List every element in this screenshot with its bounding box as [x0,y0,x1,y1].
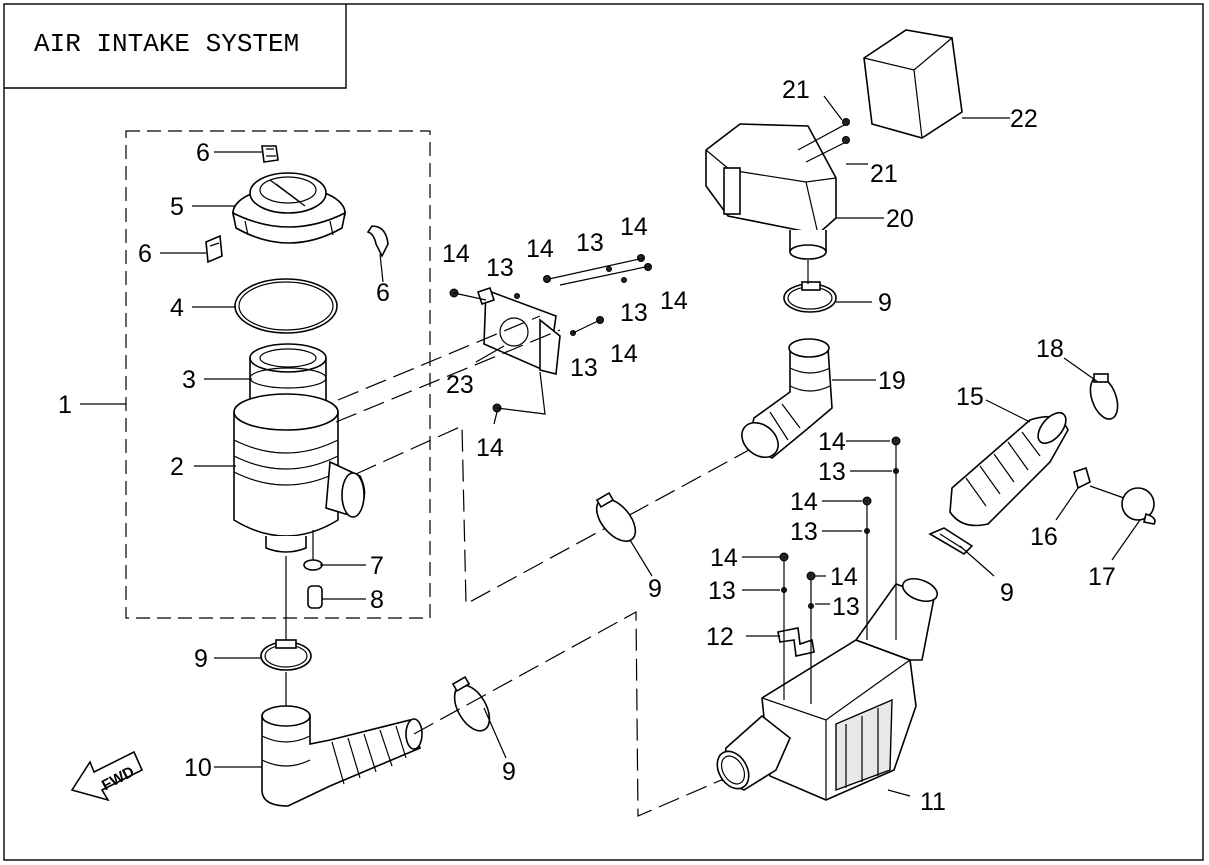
callout-17: 17 [1088,563,1116,591]
washer-part-13-c [621,277,627,283]
callout-14-b: 14 [526,235,554,263]
drain-valve-part-8 [307,585,323,609]
hose-clamp-part-9-a [260,639,312,671]
callout-7: 7 [370,552,384,580]
bracket-part-12 [777,627,815,657]
callout-labels: 1 2 3 4 5 6 6 6 7 8 9 9 9 9 9 10 11 12 1… [58,76,1116,816]
clip-part-16 [1073,466,1091,490]
callout-11: 11 [920,788,946,816]
callout-13-f: 13 [790,518,818,546]
callout-leaders [80,95,1141,797]
cover-part-22 [863,29,963,139]
callout-20: 20 [886,205,914,233]
callout-6-top: 6 [196,139,210,167]
callout-16: 16 [1030,523,1058,551]
callout-2: 2 [170,453,184,481]
fwd-direction-arrow: FWD [70,750,144,802]
callout-14-i: 14 [710,544,738,572]
filter-cover-part-5 [231,172,347,244]
callout-6-left: 6 [138,240,152,268]
air-filter-assembly-boundary [125,130,431,619]
callout-21-a: 21 [782,76,810,104]
title-box [4,4,347,89]
callout-4: 4 [170,294,184,322]
callout-9-a: 9 [194,645,208,673]
screw-part-21-b [805,136,850,163]
washer-part-13-b [606,266,612,272]
connection-line-housing-outlet [355,425,761,605]
callout-14-g: 14 [818,428,846,456]
hose-clamp-part-9-c [595,491,637,542]
callout-15: 15 [956,383,984,411]
callout-21-b: 21 [870,160,898,188]
callout-1: 1 [58,391,72,419]
callout-13-d: 13 [570,354,598,382]
bolt-part-14-g [891,436,901,446]
duct-hose-part-15 [949,411,1069,527]
callout-18: 18 [1036,335,1064,363]
callout-14-e: 14 [610,340,638,368]
callout-23: 23 [446,371,474,399]
air-box-silencer-part-11 [716,577,939,801]
bolt-part-14-h [862,496,872,506]
callout-12: 12 [706,623,734,651]
callout-14-f: 14 [476,434,504,462]
bolt-part-14-c [637,254,645,262]
callout-5: 5 [170,193,184,221]
washer-part-13-a [514,293,520,299]
drawing-border [3,3,1204,861]
clip-part-6-left [205,234,223,264]
screw-part-21-a [797,118,850,151]
callout-13-b: 13 [576,229,604,257]
intake-hose-part-10 [261,705,423,807]
hose-clamp-part-9-b [451,675,491,732]
elbow-hose-part-19 [741,338,833,459]
callout-9-e: 9 [1000,579,1014,607]
clip-part-6-top [261,145,279,163]
callout-8: 8 [370,586,384,614]
clamp-part-7 [303,559,323,571]
callout-14-j: 14 [830,563,858,591]
callout-3: 3 [182,366,196,394]
callout-10: 10 [184,754,212,782]
filter-housing-part-2 [233,393,366,553]
hose-clamp-part-18 [1089,373,1119,420]
o-ring-part-4 [234,278,338,334]
bracket-part-23 [476,286,561,375]
callout-14-d: 14 [660,287,688,315]
hose-clamp-part-9-e [928,527,974,556]
callout-13-g: 13 [708,577,736,605]
intake-box-part-20 [705,123,837,260]
callout-13-e: 13 [818,458,846,486]
callout-9-c: 9 [648,575,662,603]
callout-9-d: 9 [878,289,892,317]
connection-line-housing-to-bracket [337,315,541,401]
breather-part-17 [1089,485,1156,525]
callout-13-h: 13 [832,593,860,621]
callout-14-c: 14 [620,213,648,241]
callout-6-right: 6 [376,279,390,307]
connection-line-hose-to-silencer [413,610,727,817]
callout-9-b: 9 [502,758,516,786]
callout-13-a: 13 [486,254,514,282]
clip-part-6-right [366,225,389,258]
hose-clamp-part-9-d [783,281,837,313]
bolt-part-14-j [806,571,816,581]
bolt-part-14-i [779,552,789,562]
callout-19: 19 [878,367,906,395]
diagram-title: AIR INTAKE SYSTEM [34,29,299,59]
connection-line-housing-to-bracket-2 [335,329,561,423]
callout-14-h: 14 [790,488,818,516]
callout-13-c: 13 [620,299,648,327]
callout-22: 22 [1010,105,1038,133]
callout-14-a: 14 [442,240,470,268]
